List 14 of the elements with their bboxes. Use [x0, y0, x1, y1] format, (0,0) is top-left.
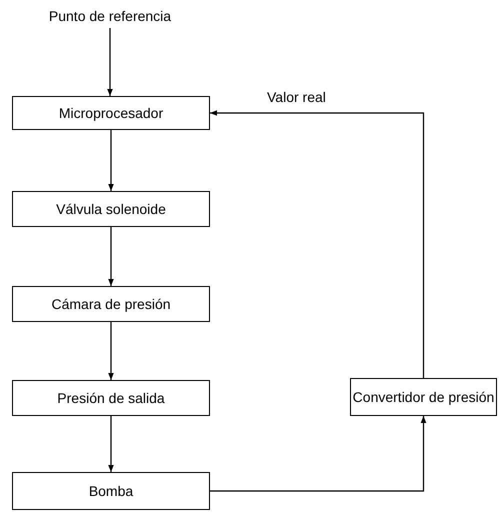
arrow [108, 322, 114, 380]
arrow [210, 416, 426, 492]
process-box: Bomba [12, 472, 210, 510]
arrow [108, 227, 114, 286]
process-box: Válvula solenoide [12, 191, 210, 227]
process-box: Cámara de presión [12, 286, 210, 322]
process-box: Convertidor de presión [350, 378, 497, 416]
input-label: Punto de referencia [25, 4, 195, 28]
arrow [108, 130, 114, 191]
arrow [107, 28, 113, 96]
process-box: Presión de salida [12, 380, 210, 416]
process-box: Microprocesador [12, 96, 210, 130]
arrow [210, 110, 424, 378]
arrow [108, 416, 114, 472]
